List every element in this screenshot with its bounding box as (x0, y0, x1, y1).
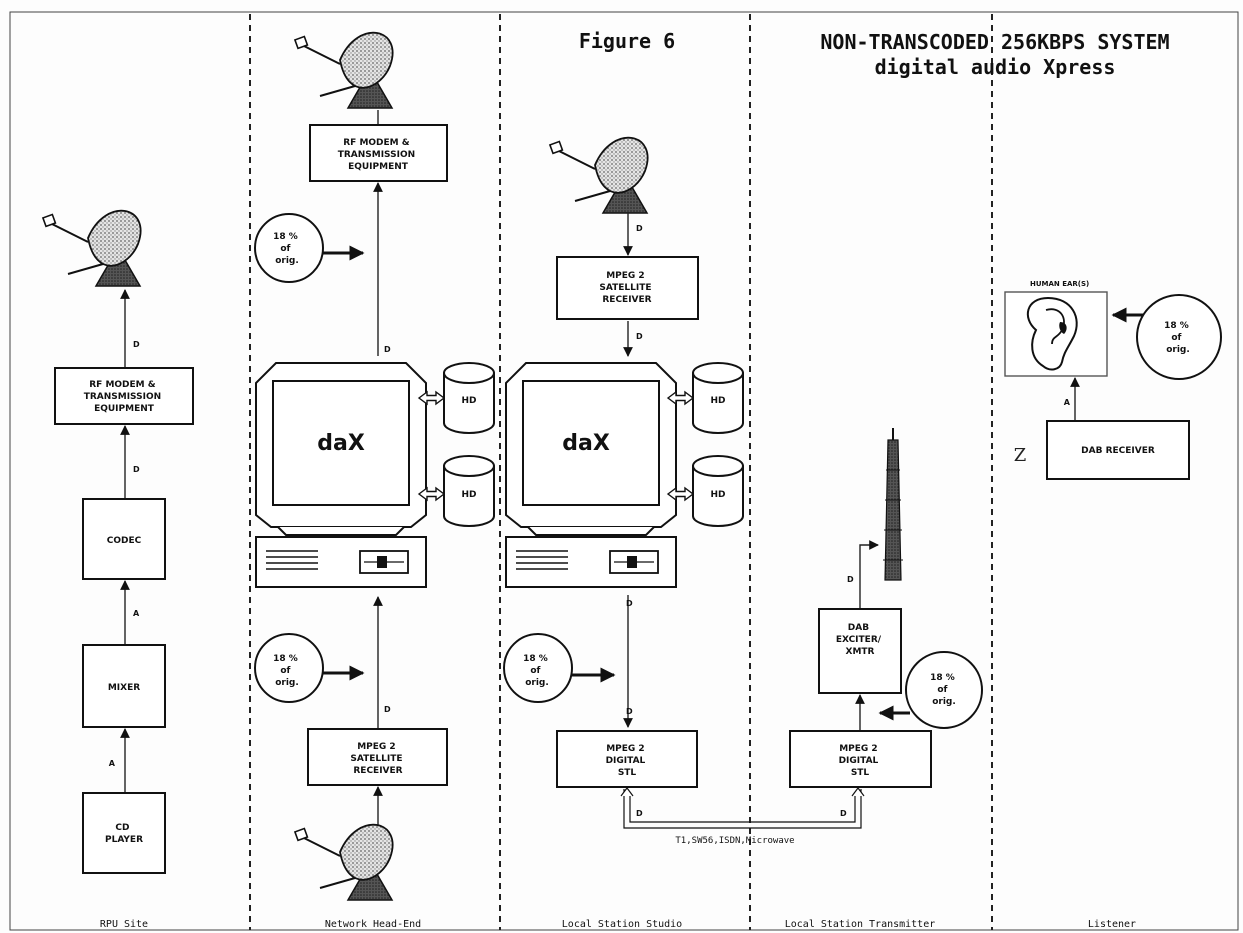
hard-drive-label: HD (710, 396, 725, 406)
column-label-local-station-studio: Local Station Studio (562, 919, 682, 930)
figure-number: Figure 6 (579, 29, 675, 53)
signal-type-label: D (626, 599, 633, 608)
codec-label: CODEC (107, 536, 142, 546)
signal-type-label: D (133, 465, 140, 474)
satellite-dish-icon (43, 211, 141, 286)
stl-link-arrowhead (621, 788, 633, 796)
computer-icon (256, 363, 426, 587)
transmission-tower-icon (883, 428, 903, 580)
diagram-title: NON-TRANSCODED 256KBPS SYSTEM (820, 30, 1169, 54)
mixer-label: MIXER (108, 683, 140, 693)
signal-type-label: D (626, 707, 633, 716)
hard-drive-label: HD (461, 396, 476, 406)
signal-type-label: D (636, 332, 643, 341)
signal-type-label: A (133, 609, 140, 618)
satellite-dish-icon (295, 825, 393, 900)
stl-link-inner (630, 792, 855, 822)
dax-label: daX (562, 431, 610, 456)
signal-type-label: D (636, 224, 643, 233)
dab-receiver-label: DAB RECEIVER (1081, 446, 1155, 456)
human-ear-frame (1005, 292, 1107, 376)
signal-type-label: A (109, 759, 116, 768)
signal-type-label: D (384, 705, 391, 714)
rpu-rf-modem-label: RF MODEM & TRANSMISSION EQUIPMENT (84, 380, 165, 414)
dax-label: daX (317, 431, 365, 456)
signal-type-label: A (1064, 398, 1071, 407)
handwritten-mark: Z (1014, 445, 1027, 466)
satellite-dish-icon (550, 138, 648, 213)
column-label-network-head-end: Network Head-End (325, 919, 421, 930)
signal-type-label: D (133, 340, 140, 349)
column-label-rpu-site: RPU Site (100, 919, 148, 930)
hard-drive-label: HD (461, 490, 476, 500)
hard-drive-label: HD (710, 490, 725, 500)
signal-type-label: D (847, 575, 854, 584)
stl-link-caption: T1,SW56,ISDN,Microwave (675, 836, 794, 846)
studio-mpeg-receiver-label: MPEG 2 SATELLITE RECEIVER (599, 271, 654, 305)
link-exciter-to-tower (860, 545, 878, 609)
signal-type-label: D (384, 345, 391, 354)
signal-type-label: D (636, 809, 643, 818)
network-rf-modem-label: RF MODEM & TRANSMISSION EQUIPMENT (338, 138, 419, 172)
column-label-local-station-transmitter: Local Station Transmitter (785, 919, 936, 930)
human-ear-caption: HUMAN EAR(S) (1030, 280, 1089, 288)
satellite-dish-icon (295, 33, 393, 108)
network-mpeg-receiver-label: MPEG 2 SATELLITE RECEIVER (350, 742, 405, 776)
computer-icon (506, 363, 676, 587)
cd-player-box (83, 793, 165, 873)
signal-type-label: D (840, 809, 847, 818)
diagram-subtitle: digital audio Xpress (875, 55, 1116, 79)
stl-link-arrowhead (852, 788, 864, 796)
column-label-listener: Listener (1088, 919, 1136, 930)
